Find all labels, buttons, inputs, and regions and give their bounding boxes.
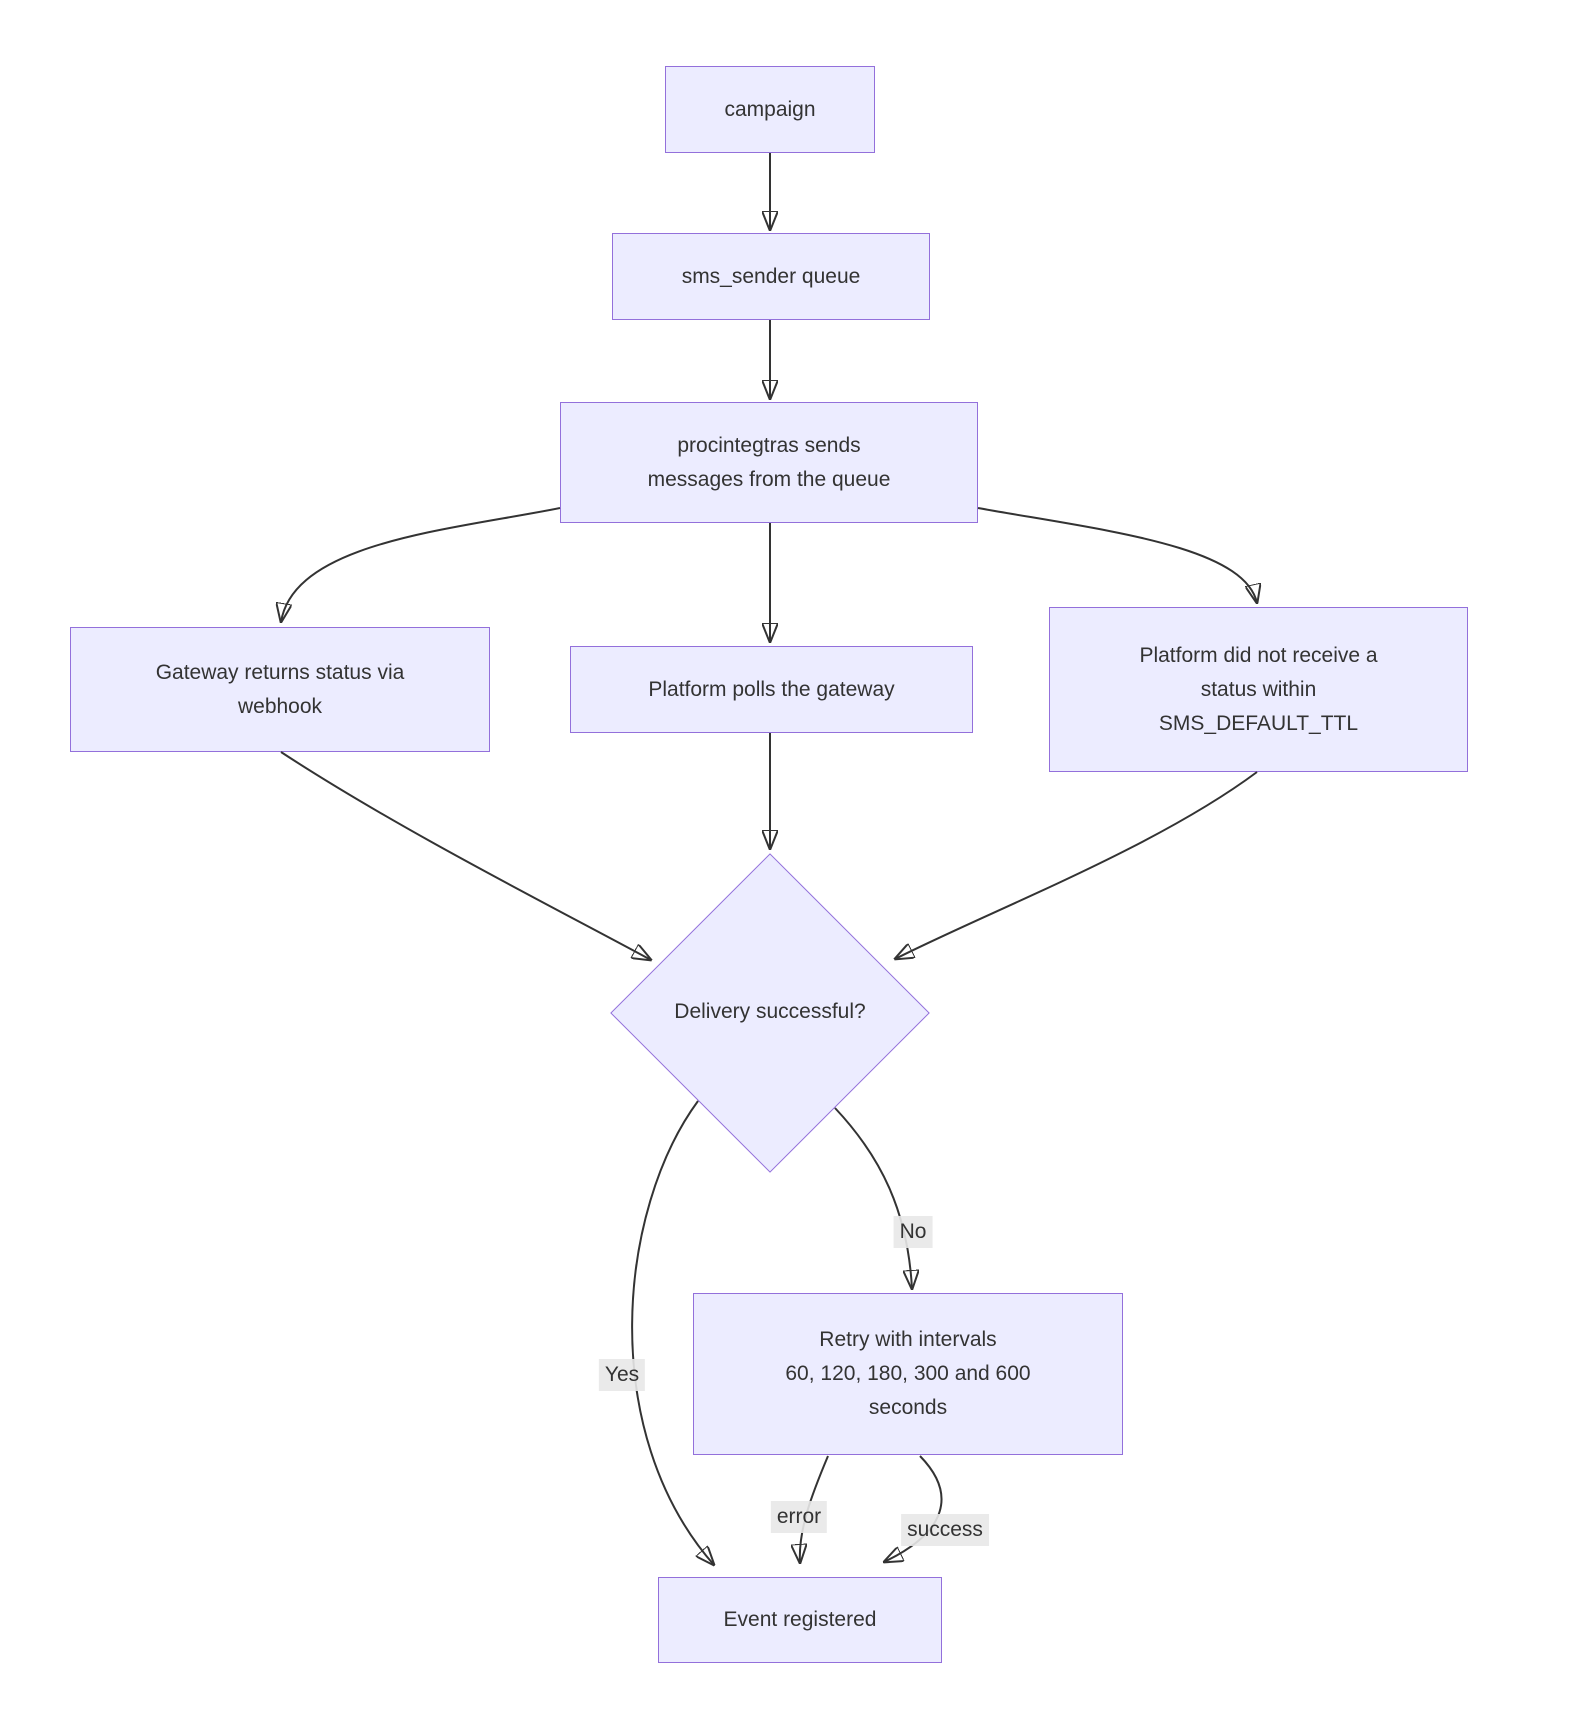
node-retry-label-line1: Retry with intervals [819, 1328, 997, 1351]
edge-decision-no-to-retry [834, 1107, 912, 1289]
node-gateway-webhook-label-line1: Gateway returns status via [155, 660, 405, 684]
node-retry: Retry with intervals 60, 120, 180, 300 a… [693, 1293, 1123, 1455]
node-sms-sender-queue-label: sms_sender queue [681, 264, 861, 288]
edge-retry-success-to-event [884, 1455, 943, 1562]
edge-procintegtras-to-platform-ttl [977, 507, 1257, 603]
node-campaign-label: campaign [724, 97, 816, 121]
node-gateway-webhook-label-line2: webhook [237, 694, 323, 718]
edge-label-no: No [893, 1216, 933, 1248]
node-retry-label-line3: seconds [868, 1396, 948, 1419]
node-platform-ttl-label-line1: Platform did not receive a [1139, 643, 1378, 667]
edge-label-error: error [770, 1501, 828, 1533]
node-procintegtras-label-line1: procintegtras sends [677, 433, 861, 457]
edge-platform-ttl-to-decision [895, 771, 1258, 959]
node-platform-ttl: Platform did not receive a status within… [1049, 607, 1468, 772]
node-procintegtras: procintegtras sends messages from the qu… [560, 402, 978, 523]
edge-gateway-webhook-to-decision [280, 751, 651, 960]
node-platform-ttl-label-line3: SMS_DEFAULT_TTL [1158, 711, 1359, 735]
node-platform-polls: Platform polls the gateway [570, 646, 973, 733]
node-retry-label-line2: 60, 120, 180, 300 and 600 [785, 1362, 1031, 1385]
node-sms-sender-queue: sms_sender queue [612, 233, 930, 320]
node-gateway-webhook: Gateway returns status via webhook [70, 627, 490, 752]
node-delivery-decision-label: Delivery successful? [674, 1000, 866, 1023]
node-event-registered: Event registered [658, 1577, 942, 1663]
node-platform-polls-label: Platform polls the gateway [648, 677, 895, 701]
edge-label-yes: Yes [598, 1359, 646, 1391]
node-platform-ttl-label-line2: status within [1200, 677, 1317, 701]
node-campaign: campaign [665, 66, 875, 153]
node-event-registered-label: Event registered [723, 1608, 877, 1631]
edge-procintegtras-to-gateway-webhook [281, 507, 561, 622]
node-procintegtras-label-line2: messages from the queue [647, 467, 891, 491]
edge-label-success: success [901, 1514, 989, 1546]
